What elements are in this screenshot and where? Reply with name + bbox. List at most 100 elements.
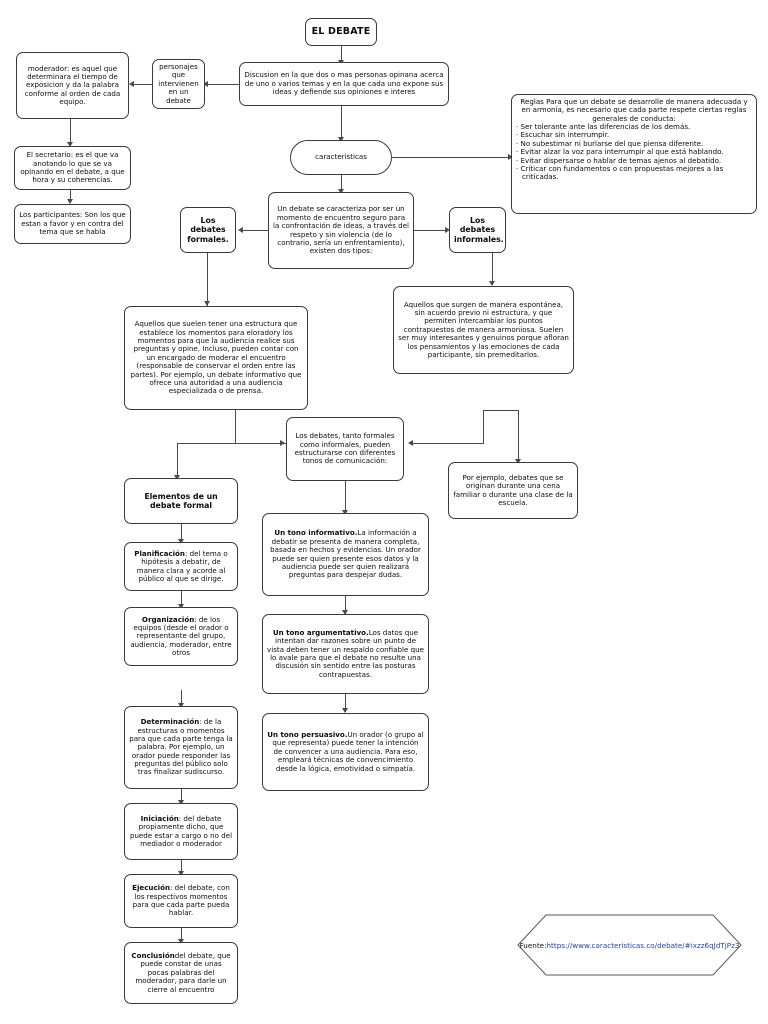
arrowhead-determinacion xyxy=(178,703,184,708)
node-moderador[interactable]: moderador: es aquel que determinara el t… xyxy=(16,52,129,119)
connector-desc-to-informales xyxy=(414,230,448,231)
connector-elementos-6 xyxy=(181,928,182,942)
secretario-text: El secretario: es el que va anotando lo … xyxy=(20,150,125,185)
tono-body: La información a debatir se presenta de … xyxy=(270,528,421,580)
connector-to-elementos xyxy=(177,443,178,478)
elemento-lead: Ejecución xyxy=(132,883,171,893)
connector-secretario-to-participantes xyxy=(70,190,71,202)
arrowhead-caracterizacion xyxy=(338,189,344,194)
caracteristicas-text: caracteristicas xyxy=(315,152,367,162)
rules-item: Ser tolerante ante las diferencias de lo… xyxy=(516,122,752,131)
node-participantes[interactable]: Los participantes: Son los que estan a f… xyxy=(14,204,131,244)
tonos-intro-text: Los debates, tanto formales como informa… xyxy=(294,431,396,466)
arrowhead-moderador xyxy=(129,81,134,87)
node-elemento-organizacion[interactable]: Organización: de los equipos (desde el o… xyxy=(124,607,238,666)
moderador-text: moderador: es aquel que determinara el t… xyxy=(24,63,121,107)
node-tono-argumentativo[interactable]: Un tono argumentativo.Los datos que inte… xyxy=(262,614,429,694)
node-formales-descripcion[interactable]: Aquellos que suelen tener una estructura… xyxy=(124,306,308,410)
connector-moderador-to-secretario xyxy=(70,119,71,144)
elementos-label: Elementos de un debate formal xyxy=(144,491,218,510)
connector-elementos-1 xyxy=(181,524,182,542)
node-tonos-intro[interactable]: Los debates, tanto formales como informa… xyxy=(286,417,404,481)
elemento-body: : del tema o hipótesis a debatir, de man… xyxy=(136,548,228,583)
node-elemento-planificacion[interactable]: Planificación: del tema o hipótesis a de… xyxy=(124,542,238,591)
node-elemento-iniciacion[interactable]: Iniciación: del debate propiamente dicho… xyxy=(124,803,238,860)
rules-heading: Reglas Para que un debate se desarrolle … xyxy=(520,97,748,123)
node-personajes-intervienen[interactable]: personajes que intervienen en un debate xyxy=(152,59,205,109)
por-ejemplo-text: Por ejemplo, debates que se originan dur… xyxy=(453,472,573,507)
arrowhead-ejecucion xyxy=(178,871,184,876)
rules-item: No subestimar ni burlarse del que piensa… xyxy=(516,139,752,148)
connector-tonos-to-informativo xyxy=(345,481,346,513)
tono-body: Los datos que intentan dar razones sobre… xyxy=(267,627,424,679)
formales-desc-text: Aquellos que suelen tener una estructura… xyxy=(130,319,302,396)
node-caracterizacion[interactable]: Un debate se caracteriza por ser un mome… xyxy=(268,192,414,269)
connector-informales-to-desc xyxy=(492,253,493,285)
arrowhead-tono-argumentativo xyxy=(342,610,348,615)
node-elemento-determinacion[interactable]: Determinación: de la estructuras o momen… xyxy=(124,706,238,789)
node-elemento-ejecucion[interactable]: Ejecución: del debate, con los respectiv… xyxy=(124,874,238,928)
definition-text: Discusion en la que dos o mas personas o… xyxy=(244,70,444,97)
arrowhead-organizacion xyxy=(178,604,184,609)
rules-item: Evitar alzar la voz para interrumpir al … xyxy=(516,147,752,156)
node-elementos-debate-formal[interactable]: Elementos de un debate formal xyxy=(124,478,238,524)
arrowhead-tonos-intro-left xyxy=(280,440,285,446)
connector-caracteristicas-to-desc xyxy=(341,175,342,192)
debates-informales-label: Los debates informales. xyxy=(454,216,504,244)
node-definition[interactable]: Discusion en la que dos o mas personas o… xyxy=(239,62,449,106)
source-hexagon[interactable]: Fuente:https://www.caracteristicas.co/de… xyxy=(498,913,761,977)
arrowhead-planificacion xyxy=(178,539,184,544)
node-debates-formales[interactable]: Los debates formales. xyxy=(180,207,236,253)
connector-elementos-4 xyxy=(181,789,182,803)
arrowhead-porejemplo xyxy=(515,459,521,464)
connector-formalesdesc-split xyxy=(177,443,327,444)
rules-item: Evitar dispersarse o hablar de temas aje… xyxy=(516,156,752,165)
node-tono-persuasivo[interactable]: Un tono persuasivo.Un orador (o grupo al… xyxy=(262,713,429,791)
source-prefix: Fuente: xyxy=(519,940,547,950)
node-por-ejemplo[interactable]: Por ejemplo, debates que se originan dur… xyxy=(448,462,578,519)
source-url[interactable]: https://www.caracteristicas.co/debate/#i… xyxy=(546,940,740,950)
elemento-lead: Planificación xyxy=(134,548,185,558)
arrowhead-rules xyxy=(508,154,513,160)
arrowhead-secretario xyxy=(67,142,73,147)
connector-elementos-5 xyxy=(181,860,182,874)
arrowhead-tono-informativo xyxy=(342,510,348,515)
arrowhead-formales-desc xyxy=(204,301,210,306)
node-secretario[interactable]: El secretario: es el que va anotando lo … xyxy=(14,146,131,190)
arrowhead-conclusion xyxy=(178,939,184,944)
connector-personajes-to-moderador xyxy=(131,84,152,85)
rules-item: Criticar con fundamentos o con propuesta… xyxy=(516,164,752,182)
arrowhead-caracteristicas xyxy=(338,137,344,142)
connector-informalesdesc-down xyxy=(483,410,484,443)
elemento-lead: Iniciación xyxy=(140,813,179,823)
node-tono-informativo[interactable]: Un tono informativo.La información a deb… xyxy=(262,513,429,596)
caracterizacion-text: Un debate se caracteriza por ser un mome… xyxy=(273,204,410,256)
tono-lead: Un tono persuasivo. xyxy=(267,730,348,740)
node-informales-descripcion[interactable]: Aquellos que surgen de manera espontánea… xyxy=(393,286,574,374)
elemento-lead: Determinación xyxy=(140,717,200,727)
arrowhead-tono-persuasivo xyxy=(342,708,348,713)
connector-definition-to-personajes xyxy=(205,84,239,85)
node-title-el-debate[interactable]: EL DEBATE xyxy=(305,18,377,46)
elemento-lead: Conclusión xyxy=(131,951,175,961)
elemento-body: : del debate propiamente dicho, que pued… xyxy=(129,813,233,848)
tono-lead: Un tono informativo. xyxy=(274,528,358,538)
arrowhead-tonos-intro-right xyxy=(408,440,413,446)
tono-body: Un orador (o grupo al que representa) pu… xyxy=(272,730,424,773)
tono-lead: Un tono argumentativo. xyxy=(272,627,369,637)
arrowhead-personajes xyxy=(203,81,208,87)
participantes-text: Los participantes: Son los que estan a f… xyxy=(19,210,126,237)
elemento-body: del debate, que puede constar de unas po… xyxy=(135,951,231,994)
node-elemento-conclusion[interactable]: Conclusióndel debate, que puede constar … xyxy=(124,942,238,1004)
debates-formales-label: Los debates formales. xyxy=(187,216,229,244)
connector-elementos-3 xyxy=(181,690,182,706)
connector-informalesdesc-branch xyxy=(483,410,518,411)
connector-argumentativo-to-persuasivo xyxy=(345,694,346,712)
connector-definition-to-caracteristicas xyxy=(341,106,342,140)
node-caracteristicas[interactable]: caracteristicas xyxy=(290,140,392,175)
node-debates-informales[interactable]: Los debates informales. xyxy=(449,207,506,253)
node-rules[interactable]: Reglas Para que un debate se desarrolle … xyxy=(511,94,757,214)
title-text: EL DEBATE xyxy=(311,26,371,38)
elemento-body: : del debate, con los respectivos moment… xyxy=(132,883,230,918)
